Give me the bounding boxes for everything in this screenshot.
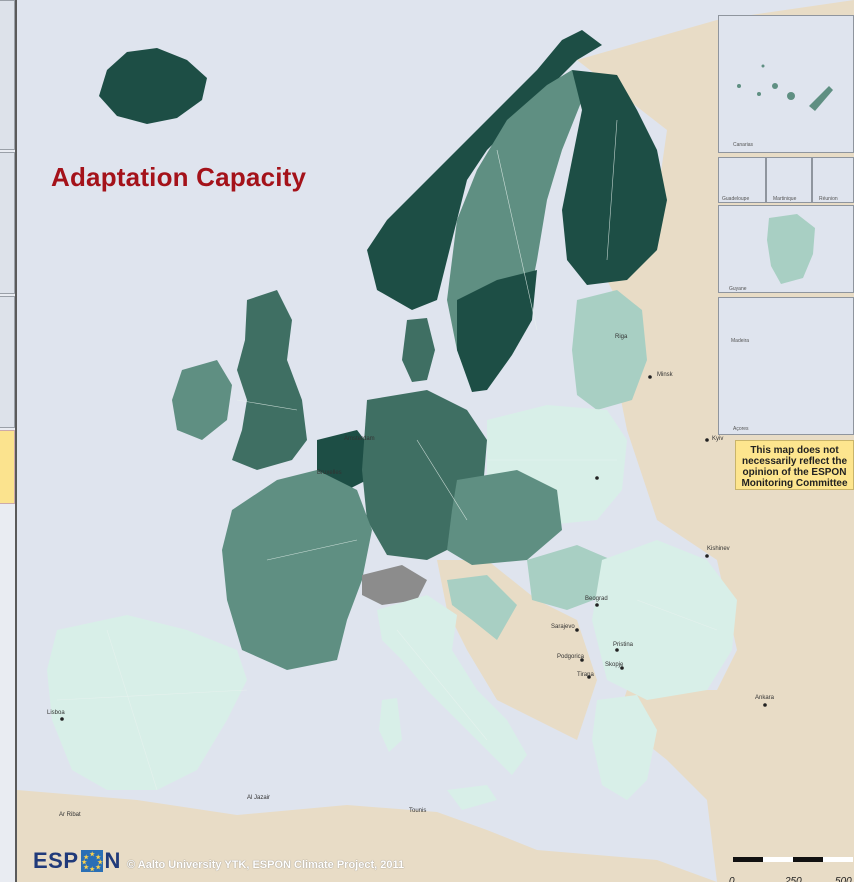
disclaimer-line: Monitoring Committee xyxy=(741,478,848,489)
iceland xyxy=(99,48,207,124)
non-espon-land-africa xyxy=(17,790,717,882)
great-britain xyxy=(232,290,307,470)
sardinia xyxy=(379,698,402,752)
greece xyxy=(592,695,657,800)
hungary xyxy=(527,545,612,610)
slovenia-croatia xyxy=(447,575,517,640)
scale-label: 250 xyxy=(785,876,802,882)
region-borders xyxy=(56,119,718,791)
sweden-south xyxy=(457,270,537,392)
eu-flag-icon: ★★★ ★★★ ★★ xyxy=(80,850,104,873)
city-label: Pristina xyxy=(613,642,634,648)
city-label: Beograd xyxy=(585,596,608,602)
finland xyxy=(562,70,667,285)
ireland xyxy=(172,360,232,440)
espon-logo: ESP ★★★ ★★★ ★★ N xyxy=(33,848,121,874)
inset-label: Guyane xyxy=(729,286,747,292)
city-label: Ar Ribat xyxy=(59,812,81,818)
scale-bar xyxy=(733,857,853,862)
left-inset-fragment xyxy=(0,0,15,150)
inset-label: Canarias xyxy=(733,142,754,148)
map-footer: ESP ★★★ ★★★ ★★ N © Aalto University YTK,… xyxy=(17,848,854,882)
denmark xyxy=(402,318,435,382)
inset-guadeloupe: Guadeloupe xyxy=(718,157,766,203)
canarias-islands xyxy=(737,64,833,111)
inset-label: Madeira xyxy=(731,338,750,344)
city-label: Sarajevo xyxy=(551,624,575,630)
disclaimer-line: opinion of the ESPON xyxy=(742,467,847,478)
left-panel-fragment xyxy=(0,0,17,882)
guyane-shape xyxy=(767,214,815,284)
europe-map xyxy=(17,0,854,882)
scale-label: 500 xyxy=(835,876,852,882)
city-label: Podgorica xyxy=(557,654,585,660)
baltics xyxy=(572,290,647,410)
left-note-fragment xyxy=(0,430,15,504)
italy xyxy=(377,595,527,775)
disclaimer-line: This map does not xyxy=(750,445,839,456)
inset-guyane: Guyane xyxy=(718,205,854,293)
inset-canarias: Canarias xyxy=(718,15,854,153)
sicily xyxy=(447,785,497,810)
switzerland xyxy=(362,565,427,605)
norway xyxy=(367,30,602,310)
inset-martinique: Martinique xyxy=(766,157,812,203)
inset-label: Réunion xyxy=(819,196,838,202)
city-label: Kishinev xyxy=(707,546,730,552)
city-label: Ankara xyxy=(755,695,775,701)
logo-text-right: N xyxy=(104,848,121,873)
iberia xyxy=(47,615,247,790)
city-label: Bruxelles xyxy=(317,470,342,476)
map-panel: Adaptation Capacity Canarias Guadeloupe … xyxy=(17,0,854,882)
left-inset-fragment xyxy=(0,152,15,294)
city-label: Lisboa xyxy=(47,710,65,716)
city-label: Riga xyxy=(615,334,628,340)
inset-reunion: Réunion xyxy=(812,157,854,203)
city-label: Al Jazair xyxy=(247,795,271,801)
romania-bulgaria xyxy=(592,540,737,700)
city-label: Skopje xyxy=(605,662,624,668)
map-title: Adaptation Capacity xyxy=(51,162,307,192)
inset-label: Guadeloupe xyxy=(722,196,750,202)
city-label: Kyiv xyxy=(712,436,724,442)
logo-text-left: ESP xyxy=(33,848,79,873)
inset-madeira-azores: Madeira Açores xyxy=(718,297,854,435)
france xyxy=(222,470,372,670)
czechia-austria xyxy=(447,470,562,565)
left-inset-fragment xyxy=(0,296,15,428)
capital-markers xyxy=(60,375,767,721)
city-label: Tounis xyxy=(409,808,427,814)
credit-text: © Aalto University YTK, ESPON Climate Pr… xyxy=(127,859,405,871)
city-label: Amsterdam xyxy=(344,436,375,442)
scale-label: 0 xyxy=(729,876,735,882)
disclaimer-line: necessarily reflect the xyxy=(741,456,848,467)
city-label: Minsk xyxy=(657,372,673,378)
inset-label: Açores xyxy=(733,426,749,432)
city-label: Tirana xyxy=(577,672,594,678)
disclaimer-note: This map does not necessarily reflect th… xyxy=(735,440,854,490)
inset-label: Martinique xyxy=(773,196,797,202)
